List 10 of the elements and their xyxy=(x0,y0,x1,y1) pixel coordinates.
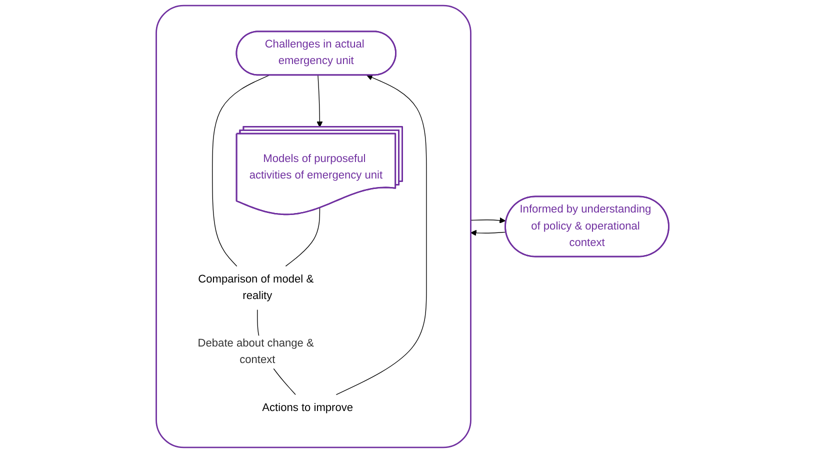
cluster xyxy=(156,4,472,448)
node-text: Actions to improve xyxy=(262,402,354,414)
arrow xyxy=(470,230,506,236)
node-text: Comparison of model & reality xyxy=(198,273,314,302)
arrow xyxy=(316,74,323,128)
connector xyxy=(285,208,320,267)
arrow xyxy=(470,217,506,224)
connector xyxy=(212,74,270,267)
edge-label: Debate about change & context xyxy=(198,338,314,366)
arrow xyxy=(336,74,427,395)
